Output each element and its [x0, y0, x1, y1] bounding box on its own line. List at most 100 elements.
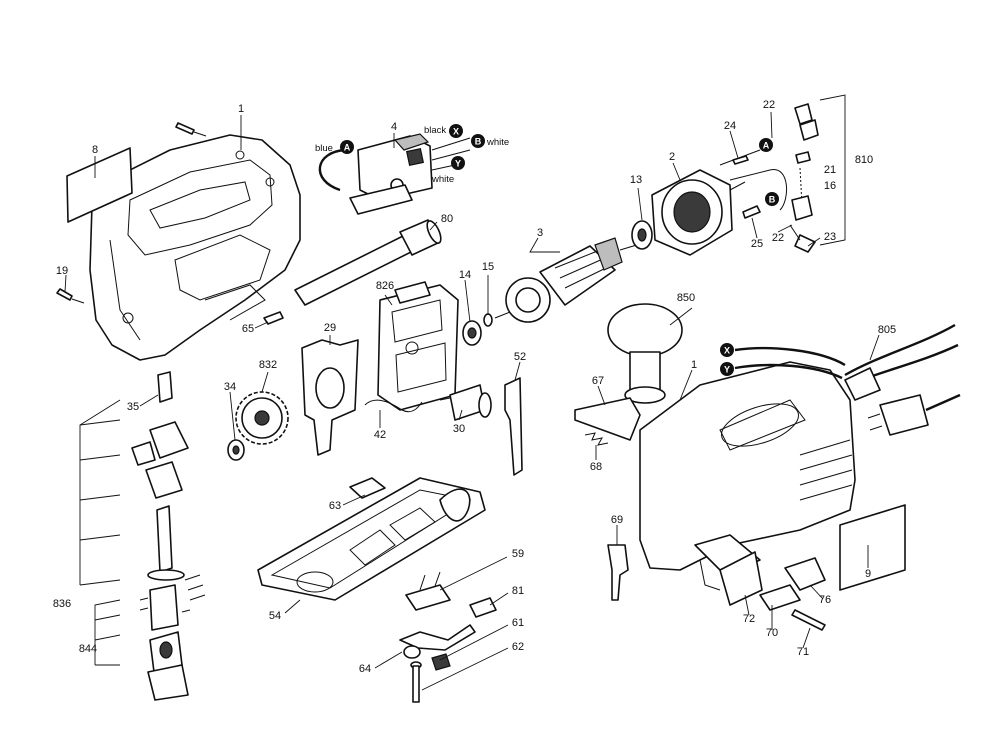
callout-25: 25: [751, 238, 763, 250]
plunger-rod-80: [294, 219, 442, 306]
wire-label-black: black: [424, 125, 446, 136]
slider-29: [301, 339, 359, 456]
callout-22-bottom: 22: [772, 232, 784, 244]
bearing-13: [631, 220, 653, 250]
blade-69: [607, 544, 629, 601]
svg-text:A: A: [344, 143, 351, 153]
connector-X-top: X: [449, 124, 463, 138]
plug-cord: [925, 393, 961, 412]
callout-24: 24: [724, 120, 736, 132]
lever-70: [759, 584, 801, 611]
callout-34: 34: [224, 381, 236, 393]
callout-2: 2: [669, 151, 675, 163]
plug: [879, 394, 929, 436]
svg-text:X: X: [724, 346, 730, 356]
callout-22-top: 22: [763, 99, 775, 111]
callout-9: 9: [865, 568, 871, 580]
callout-64: 64: [359, 663, 371, 675]
shaft-30: [439, 384, 492, 421]
callout-62: 62: [512, 641, 524, 653]
connector-Y-right: Y: [720, 362, 734, 376]
screw-19: [56, 288, 85, 304]
callout-832: 832: [259, 359, 277, 371]
callout-68: 68: [590, 461, 602, 473]
callout-54: 54: [269, 610, 281, 622]
clip-42: [364, 399, 423, 413]
callout-844: 844: [79, 643, 97, 655]
cable-x: [734, 346, 846, 367]
callout-71: 71: [797, 646, 809, 658]
cover-67: [574, 397, 641, 441]
callout-42: 42: [374, 429, 386, 441]
callout-1: 1: [238, 103, 244, 115]
wire-label-white-b: white: [486, 137, 509, 148]
lever-52: [504, 377, 523, 476]
callout-805: 805: [878, 324, 896, 336]
cable-y: [734, 363, 843, 380]
callout-35: 35: [127, 401, 139, 413]
connector-B-top: B: [471, 134, 485, 148]
svg-text:X: X: [453, 127, 459, 137]
bracket-836-844: [79, 399, 121, 666]
screw-71: [791, 609, 826, 631]
gear-housing-826: [377, 281, 459, 411]
wire-label-white-y: white: [431, 174, 454, 185]
callout-15: 15: [482, 261, 494, 273]
callout-65: 65: [242, 323, 254, 335]
washer-34: [227, 439, 245, 461]
knob-76: [784, 557, 826, 591]
callout-1-right: 1: [691, 359, 697, 371]
label-plate-8: [66, 147, 133, 223]
callout-8: 8: [92, 144, 98, 156]
screw-top: [175, 122, 207, 137]
callout-81: 81: [512, 585, 524, 597]
strain-relief: [844, 367, 881, 401]
label-plate-9: [839, 504, 906, 591]
callout-30: 30: [453, 423, 465, 435]
callout-19: 19: [56, 265, 68, 277]
brush-holder-group: [719, 103, 819, 253]
screw-62: [410, 661, 422, 703]
leader-lines: [64, 111, 880, 691]
svg-text:Y: Y: [455, 159, 461, 169]
plunger-assembly: [131, 371, 206, 701]
foot-plate-54: [257, 477, 486, 601]
field-coil-2: [651, 169, 746, 256]
clamp-59: [405, 584, 451, 611]
plate-63: [349, 477, 386, 499]
connector-X-right: X: [720, 343, 734, 357]
callout-16: 16: [824, 180, 836, 192]
washer-64: [403, 645, 421, 659]
callout-70: 70: [766, 627, 778, 639]
spring-68: [584, 432, 609, 446]
connector-B-right: B: [765, 192, 779, 206]
callout-836: 836: [53, 598, 71, 610]
callout-29: 29: [324, 322, 336, 334]
callout-61: 61: [512, 617, 524, 629]
callout-52: 52: [514, 351, 526, 363]
switch-4: [349, 133, 471, 215]
callout-59: 59: [512, 548, 524, 560]
callout-3: 3: [537, 227, 543, 239]
svg-text:B: B: [769, 195, 776, 205]
washer-15: [483, 313, 493, 327]
housing-half-left: [89, 134, 301, 361]
armature-3: [494, 237, 641, 323]
callout-14: 14: [459, 269, 471, 281]
part-64: [399, 624, 476, 651]
knob-850: [607, 303, 683, 404]
callout-826: 826: [376, 280, 394, 292]
svg-text:B: B: [475, 137, 482, 147]
callout-76: 76: [819, 594, 831, 606]
callout-21: 21: [824, 164, 836, 176]
bearing-14-bore: [467, 327, 477, 339]
callout-63: 63: [329, 500, 341, 512]
callout-72: 72: [743, 613, 755, 625]
connector-Y-top: Y: [451, 156, 465, 170]
cord-805: [844, 323, 956, 377]
label-72: [719, 551, 763, 606]
svg-text:A: A: [763, 141, 770, 151]
blue-wire: [318, 148, 346, 192]
gear-832: [235, 391, 289, 445]
callout-80: 80: [441, 213, 453, 225]
